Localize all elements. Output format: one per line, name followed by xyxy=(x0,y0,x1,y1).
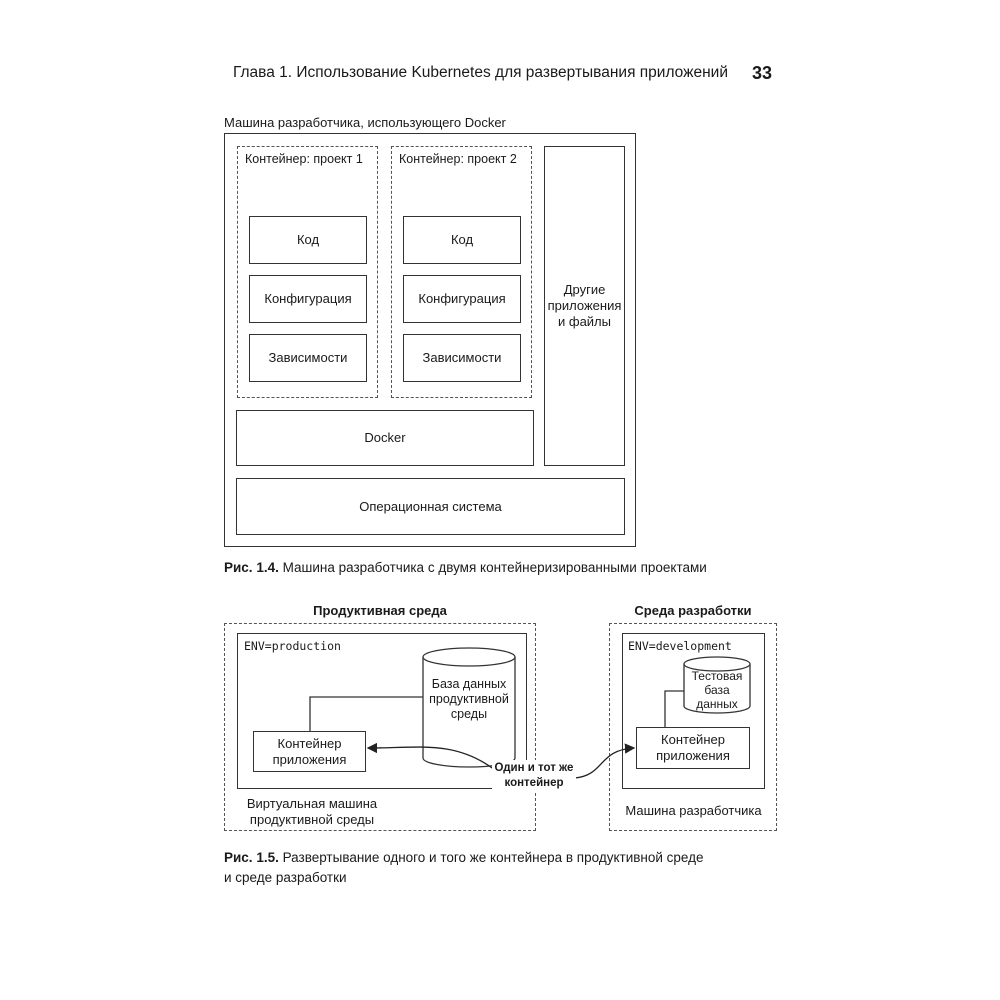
container-project-2 xyxy=(391,146,532,398)
same-container-label-text: Один и тот же контейнер xyxy=(494,762,574,789)
container-2-label: Контейнер: проект 2 xyxy=(399,152,517,166)
container-2-deps-label: Зависимости xyxy=(422,350,502,365)
dev-env-frame xyxy=(609,623,777,831)
dev-machine-box xyxy=(622,633,765,789)
prod-vm-box xyxy=(237,633,527,789)
dev-machine-label: Машина разработчика xyxy=(622,795,765,827)
container-2-code-label: Код xyxy=(450,232,474,247)
prod-env-var: ENV=production xyxy=(244,639,341,653)
figure-1-4-caption: Рис. 1.4. Машина разработчика с двумя ко… xyxy=(224,558,707,578)
dev-app-container-label: Контейнер приложения xyxy=(656,732,730,763)
container-1-code: Код xyxy=(249,216,367,264)
container-1-code-label: Код xyxy=(296,232,320,247)
container-1-deps-label: Зависимости xyxy=(268,350,348,365)
docker-label: Docker xyxy=(364,430,406,445)
figure-1-4-caption-label: Рис. 1.4. xyxy=(224,560,279,575)
other-apps-label: Другие приложения и файлы xyxy=(547,282,622,329)
chapter-title: Глава 1. Использование Kubernetes для ра… xyxy=(232,64,728,81)
prod-app-container: Контейнер приложения xyxy=(253,731,366,772)
os-label: Операционная система xyxy=(359,498,502,514)
figure-1-4-title: Машина разработчика, использующего Docke… xyxy=(224,115,506,130)
container-2-config: Конфигурация xyxy=(403,275,521,323)
dev-db-label: Тестовая база данных xyxy=(684,669,750,711)
figure-1-5-caption-line-1: Рис. 1.5. Развертывание одного и того же… xyxy=(224,848,704,868)
container-2-code: Код xyxy=(403,216,521,264)
dev-app-container: Контейнер приложения xyxy=(636,727,750,769)
prod-db-label-text: База данных продуктивной среды xyxy=(429,676,509,721)
container-1-deps: Зависимости xyxy=(249,334,367,382)
prod-vm-label: Виртуальная машина продуктивной среды xyxy=(237,796,387,828)
prod-env-frame xyxy=(224,623,536,831)
dev-env-var: ENV=development xyxy=(628,639,732,653)
container-1-label: Контейнер: проект 1 xyxy=(245,152,363,166)
dev-machine-label-text: Машина разработчика xyxy=(625,803,762,818)
container-2-deps: Зависимости xyxy=(403,334,521,382)
other-apps-box: Другие приложения и файлы xyxy=(544,146,625,466)
docker-box: Docker xyxy=(236,410,534,466)
developer-machine-frame xyxy=(224,133,636,547)
figure-1-5-caption-line-2: и среде разработки xyxy=(224,870,347,885)
container-project-1 xyxy=(237,146,378,398)
prod-vm-label-text: Виртуальная машина продуктивной среды xyxy=(246,796,378,827)
same-container-label: Один и тот же контейнер xyxy=(492,760,576,792)
figure-1-5-caption-text-1: Развертывание одного и того же контейнер… xyxy=(278,850,704,865)
figure-1-5-caption: Рис. 1.5. Развертывание одного и того же… xyxy=(224,848,704,888)
prod-db-label: База данных продуктивной среды xyxy=(423,675,515,723)
container-2-config-label: Конфигурация xyxy=(418,291,506,306)
dev-db-label-text: Тестовая база данных xyxy=(691,669,743,711)
page-number: 33 xyxy=(752,63,773,83)
prod-app-container-label: Контейнер приложения xyxy=(272,735,347,767)
container-1-config-label: Конфигурация xyxy=(264,291,352,306)
container-1-config: Конфигурация xyxy=(249,275,367,323)
prod-env-title: Продуктивная среда xyxy=(313,603,447,618)
dev-env-title: Среда разработки xyxy=(634,603,752,618)
figure-1-4-caption-text: Машина разработчика с двумя контейнеризи… xyxy=(278,560,707,575)
os-box: Операционная система xyxy=(236,478,625,535)
figure-1-5-caption-label: Рис. 1.5. xyxy=(224,850,279,865)
